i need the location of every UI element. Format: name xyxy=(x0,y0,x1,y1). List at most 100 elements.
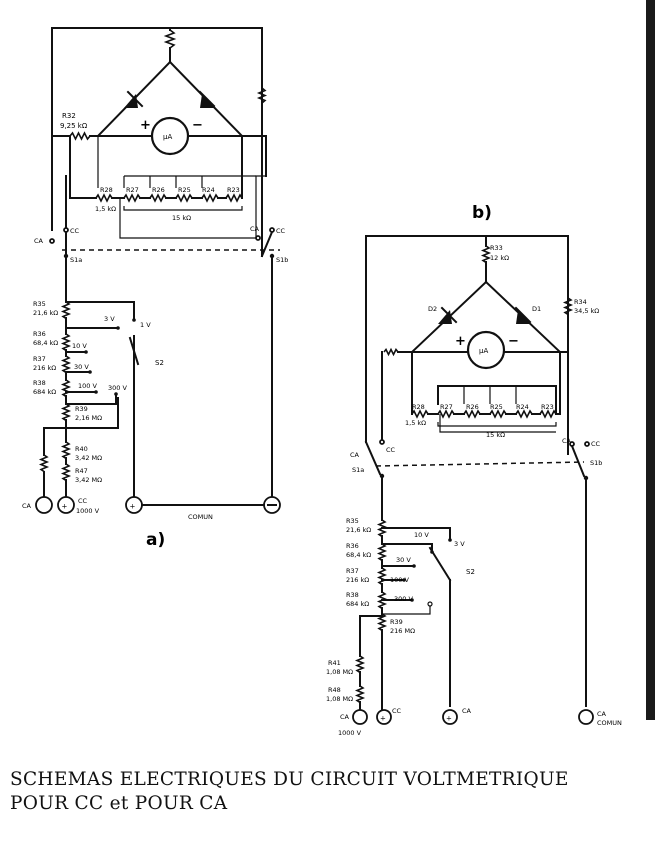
figure-caption: SCHEMAS ELECTRIQUES DU CIRCUIT VOLTMETRI… xyxy=(10,768,569,816)
b-microammeter xyxy=(466,330,506,370)
page-edge xyxy=(646,0,655,720)
b-r34 xyxy=(562,297,574,316)
b-meter-label: µA xyxy=(479,347,488,355)
b-range-100v: 100 V xyxy=(390,576,409,584)
a-s2-label: S2 xyxy=(155,359,164,367)
b-shunt-chain xyxy=(411,351,561,433)
a-range-30v: 30 V xyxy=(74,363,89,371)
b-terminal-comun[interactable] xyxy=(578,709,594,725)
a-r39-value: 2,16 MΩ xyxy=(75,414,102,422)
a-mode-cc-right: CC xyxy=(276,227,286,235)
a-diode-right xyxy=(198,90,216,108)
b-terminal-comun-ca: CA xyxy=(597,710,607,718)
b-mode-ca-right: CA xyxy=(562,437,572,445)
b-r36-name: R36 xyxy=(346,542,359,550)
a-outer-wire xyxy=(51,27,263,257)
a-r32-name: R32 xyxy=(62,112,76,120)
a-mode-cc-left: CC xyxy=(70,227,80,235)
b-terminal-ca2-label: CA xyxy=(462,707,472,715)
caption-line-2: POUR CC et POUR CA xyxy=(10,793,228,814)
b-r24-name: R24 xyxy=(516,403,529,411)
b-range-3v: 3 V xyxy=(454,540,465,548)
b-r28-value: 1,5 kΩ xyxy=(405,419,426,427)
a-r36-value: 68,4 kΩ xyxy=(33,339,58,347)
a-s1a: S1a xyxy=(70,256,82,264)
b-terminal-ca-1000v[interactable] xyxy=(352,709,368,725)
b-r39-value: 216 MΩ xyxy=(390,627,415,635)
a-r32 xyxy=(69,131,91,141)
b-terminal-cc[interactable] xyxy=(376,709,392,725)
b-r33 xyxy=(480,245,492,264)
svg-text:+: + xyxy=(130,503,136,511)
b-terminal-comun-label: COMUN xyxy=(597,719,622,727)
b-r38-value: 684 kΩ xyxy=(346,600,369,608)
b-d1-label: D1 xyxy=(532,305,541,313)
b-r33-name: R33 xyxy=(490,244,503,252)
b-range-300v: 300 V xyxy=(394,595,413,603)
a-range-100v: 100 V xyxy=(78,382,97,390)
svg-text:+: + xyxy=(380,715,386,723)
b-switch-link xyxy=(375,461,585,467)
b-range-selector xyxy=(381,527,452,707)
b-r25-name: R25 xyxy=(490,403,503,411)
b-r23-name: R23 xyxy=(541,403,554,411)
a-range-10v: 10 V xyxy=(72,342,87,350)
a-divider-chain xyxy=(60,301,72,497)
a-r27-name: R27 xyxy=(126,186,139,194)
a-r47-value: 3,42 MΩ xyxy=(75,476,102,484)
a-r47-name: R47 xyxy=(75,467,88,475)
a-range-3v: 3 V xyxy=(104,315,115,323)
b-s1b: S1b xyxy=(590,459,602,467)
b-r41 xyxy=(354,655,366,674)
a-mode-ca-left: CA xyxy=(34,237,44,245)
a-r24-name: R24 xyxy=(202,186,215,194)
b-r34-value: 34,5 kΩ xyxy=(574,307,599,315)
a-terminal-ca[interactable] xyxy=(35,496,53,514)
b-mode-cc-right: CC xyxy=(591,440,601,448)
b-d2-label: D2 xyxy=(428,305,437,313)
a-mode-ca-right: CA xyxy=(250,225,260,233)
a-r37-name: R37 xyxy=(33,355,46,363)
a-r23-name: R23 xyxy=(227,186,240,194)
a-comun-label: COMUN xyxy=(188,513,213,521)
svg-text:+: + xyxy=(62,503,68,511)
a-r32-value: 9,25 kΩ xyxy=(60,122,88,130)
a-panel-label: a) xyxy=(146,530,165,550)
b-r27-name: R27 xyxy=(440,403,453,411)
a-range-selector xyxy=(65,301,140,497)
b-plus: + xyxy=(455,334,466,349)
a-terminal-cc[interactable] xyxy=(57,496,75,514)
b-r39-name: R39 xyxy=(390,618,403,626)
a-r37-value: 216 kΩ xyxy=(33,364,56,372)
a-minus: − xyxy=(192,118,203,133)
b-r28-name: R28 xyxy=(412,403,425,411)
b-r34-name: R34 xyxy=(574,298,587,306)
svg-text:+: + xyxy=(446,715,452,723)
a-s1b: S1b xyxy=(276,256,288,264)
b-panel-label: b) xyxy=(472,203,492,223)
b-r35-name: R35 xyxy=(346,517,359,525)
a-shunt-total: 15 kΩ xyxy=(172,214,191,222)
b-r33-value: 12 kΩ xyxy=(490,254,509,262)
b-range-30v: 30 V xyxy=(396,556,411,564)
a-r35-value: 21,6 kΩ xyxy=(33,309,58,317)
caption-line-1: SCHEMAS ELECTRIQUES DU CIRCUIT VOLTMETRI… xyxy=(10,769,569,790)
a-ca-resistor xyxy=(38,454,50,473)
b-terminal-ca[interactable] xyxy=(442,709,458,725)
b-r37-value: 216 kΩ xyxy=(346,576,369,584)
a-plus: + xyxy=(140,118,151,133)
b-terminal-ca-sub: 1000 V xyxy=(338,729,362,737)
a-top-resistor xyxy=(163,29,177,49)
a-terminal-cc-sub: 1000 V xyxy=(76,507,100,515)
a-r36-name: R36 xyxy=(33,330,46,338)
a-r39-name: R39 xyxy=(75,405,88,413)
b-r26-name: R26 xyxy=(466,403,479,411)
a-range-300v: 300 V xyxy=(108,384,127,392)
b-range-10v: 10 V xyxy=(414,531,429,539)
b-s2-label: S2 xyxy=(466,568,475,576)
a-r38-name: R38 xyxy=(33,379,46,387)
diagram-a: µA + − R32 9,25 kΩ R28 1,5 kΩ xyxy=(22,27,288,550)
a-terminal-ca-label: CA xyxy=(22,502,32,510)
